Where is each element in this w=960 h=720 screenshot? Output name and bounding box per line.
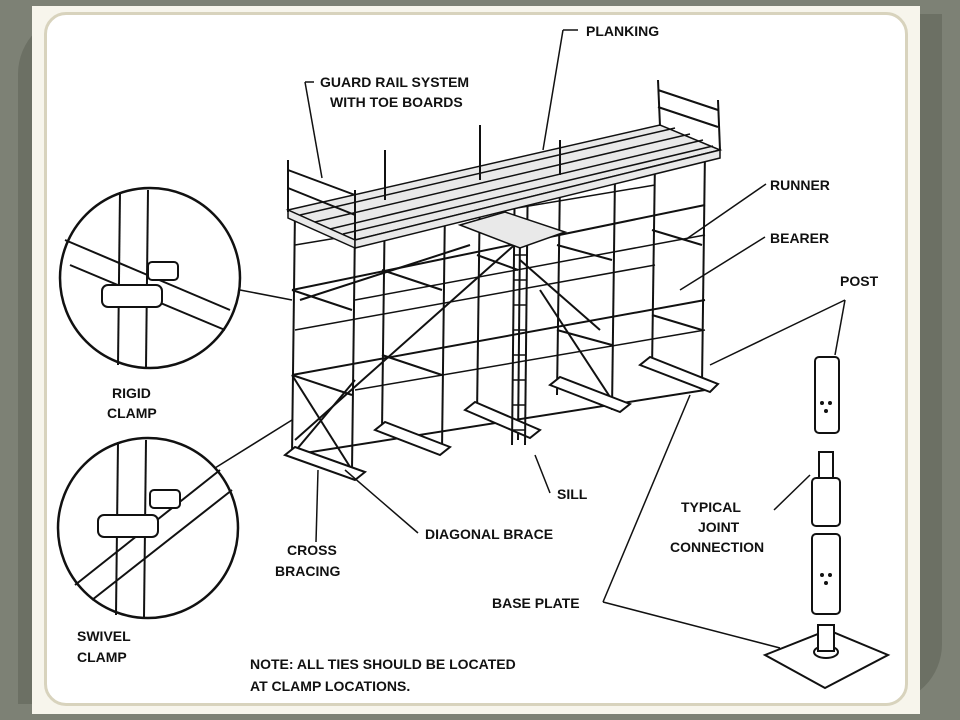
label-cross-bracing-line1: CROSS xyxy=(287,542,337,558)
label-cross-bracing-line2: BRACING xyxy=(275,563,340,579)
base-plate-detail xyxy=(762,624,891,690)
label-post: POST xyxy=(840,273,879,289)
scaffold-bearers xyxy=(291,229,703,396)
label-guard-rail-line1: GUARD RAIL SYSTEM xyxy=(320,74,469,90)
swivel-clamp-detail xyxy=(56,436,240,620)
label-rigid-clamp-line2: CLAMP xyxy=(107,405,157,421)
label-sill: SILL xyxy=(557,486,588,502)
scaffold-structure xyxy=(282,79,723,482)
note-line1: NOTE: ALL TIES SHOULD BE LOCATED xyxy=(250,656,516,672)
scaffold-guard-rails xyxy=(287,79,721,240)
rigid-clamp-detail xyxy=(58,186,242,370)
label-runner: RUNNER xyxy=(770,177,830,193)
label-guard-rail-line2: WITH TOE BOARDS xyxy=(330,94,463,110)
label-planking: PLANKING xyxy=(586,23,659,39)
post-detail xyxy=(814,356,840,434)
label-rigid-clamp-line1: RIGID xyxy=(112,385,151,401)
scaffold-planking xyxy=(285,124,723,250)
label-swivel-clamp-line1: SWIVEL xyxy=(77,628,131,644)
label-typical-joint-line1: TYPICAL xyxy=(681,499,741,515)
label-base-plate: BASE PLATE xyxy=(492,595,580,611)
label-diagonal-brace: DIAGONAL BRACE xyxy=(425,526,553,542)
scaffold-diagonal-braces xyxy=(291,239,613,471)
note-line2: AT CLAMP LOCATIONS. xyxy=(250,678,410,694)
joint-connection-detail xyxy=(811,451,841,615)
label-swivel-clamp-line2: CLAMP xyxy=(77,649,127,665)
scaffold-sills xyxy=(282,355,720,482)
labels: PLANKING GUARD RAIL SYSTEM WITH TOE BOAR… xyxy=(77,23,879,694)
label-bearer: BEARER xyxy=(770,230,829,246)
label-typical-joint-line2: JOINT xyxy=(698,519,740,535)
label-typical-joint-line3: CONNECTION xyxy=(670,539,764,555)
leader-lines xyxy=(214,29,846,649)
